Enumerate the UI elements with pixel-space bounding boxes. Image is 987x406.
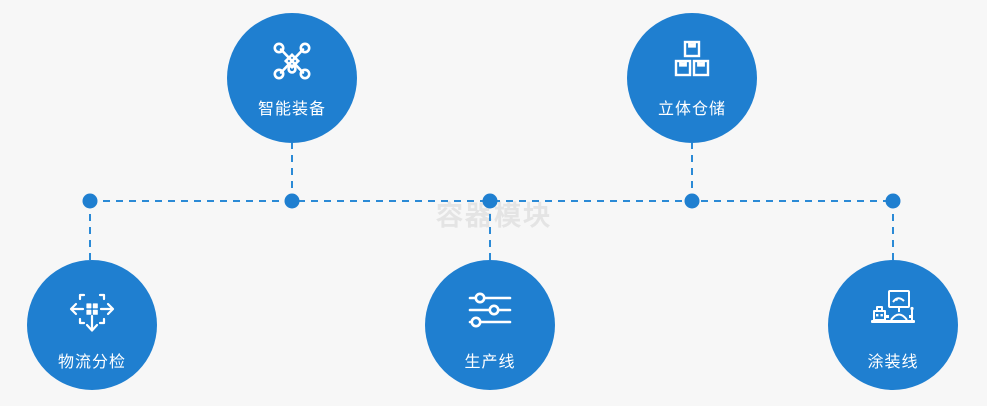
bubble-label-production-line: 生产线 (464, 352, 516, 371)
junction-dot-logistics-sorting[interactable] (82, 193, 98, 209)
bubble-production-line[interactable]: 生产线 (425, 260, 555, 390)
sliders-icon (468, 292, 512, 328)
junction-dot-production-line[interactable] (482, 193, 498, 209)
bubble-label-logistics-sorting: 物流分检 (57, 352, 126, 371)
stacked-boxes-icon (674, 40, 710, 77)
bubble-label-smart-equipment: 智能装备 (257, 99, 326, 118)
bubble-painting-line[interactable]: 涂装线 (828, 260, 958, 390)
bubble-label-stereoscopic-warehouse: 立体仓储 (657, 99, 726, 118)
junction-dot-painting-line[interactable] (885, 193, 901, 209)
network-nodes-icon (273, 42, 311, 80)
junction-dot-smart-equipment[interactable] (284, 193, 300, 209)
bubble-logistics-sorting[interactable]: 物流分检 (27, 260, 157, 390)
bubble-smart-equipment[interactable]: 智能装备 (227, 13, 357, 143)
junction-dot-stereoscopic-warehouse[interactable] (684, 193, 700, 209)
bubble-stereoscopic-warehouse[interactable]: 立体仓储 (627, 13, 757, 143)
bubble-label-painting-line: 涂装线 (867, 352, 919, 371)
paint-machine-icon (871, 290, 915, 323)
sorting-arrows-icon (69, 293, 115, 332)
